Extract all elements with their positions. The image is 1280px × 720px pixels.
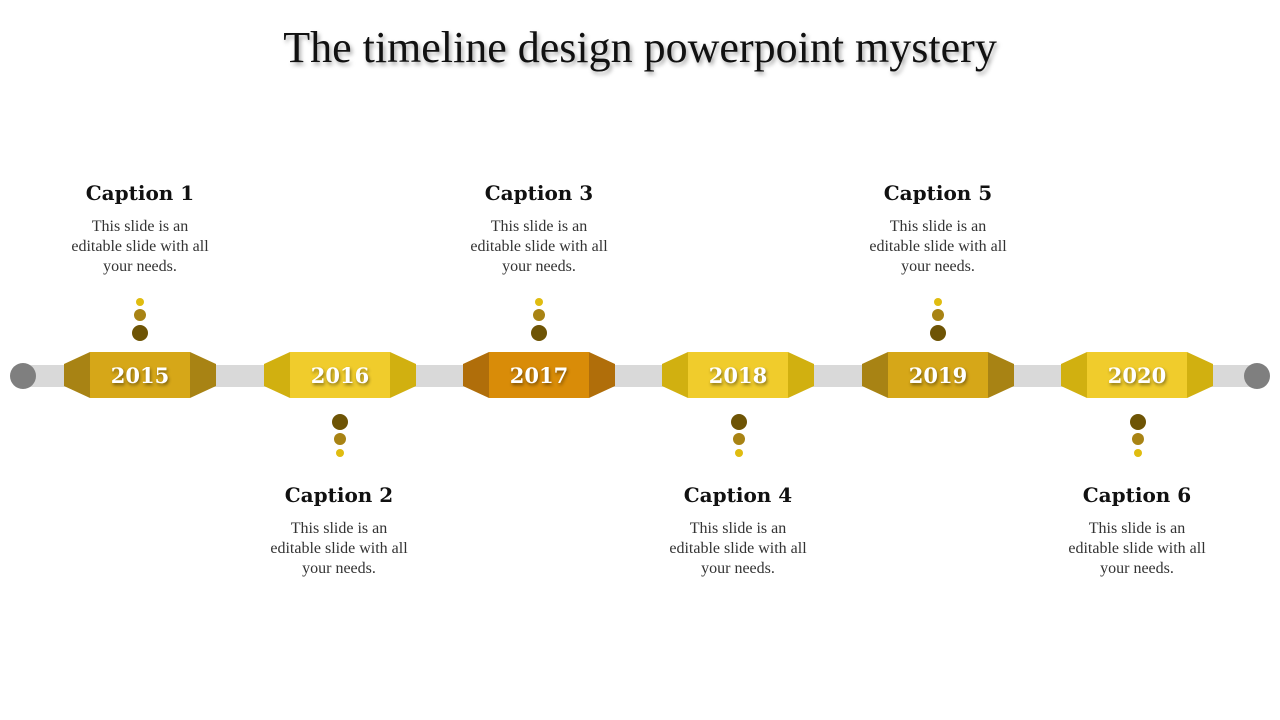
caption-block-3: Caption 3 This slide is an editable slid… bbox=[439, 181, 639, 277]
milestone-shape-2 bbox=[264, 352, 416, 398]
connector-dots-4 bbox=[729, 412, 749, 464]
milestone-marker-3: 2017 bbox=[463, 352, 615, 398]
caption-text-1: This slide is an editable slide with all… bbox=[71, 218, 209, 275]
milestone-marker-5: 2019 bbox=[862, 352, 1014, 398]
milestone-year-5: 2019 bbox=[908, 363, 968, 388]
milestone-shape-3 bbox=[463, 352, 615, 398]
connector-dot bbox=[535, 298, 543, 306]
connector-dot bbox=[533, 309, 545, 321]
caption-title-3: Caption 3 bbox=[484, 181, 594, 205]
connector-dot bbox=[932, 309, 944, 321]
caption-text-6: This slide is an editable slide with all… bbox=[1068, 520, 1206, 577]
milestone-year-2: 2016 bbox=[310, 363, 370, 388]
milestone-marker-4: 2018 bbox=[662, 352, 814, 398]
caption-block-2: Caption 2 This slide is an editable slid… bbox=[239, 483, 439, 579]
caption-text-2: This slide is an editable slide with all… bbox=[270, 520, 408, 577]
connector-dot bbox=[332, 414, 348, 430]
caption-title-4: Caption 4 bbox=[683, 483, 793, 507]
milestone-shape-5 bbox=[862, 352, 1014, 398]
caption-text-4: This slide is an editable slide with all… bbox=[669, 520, 807, 577]
connector-dot bbox=[930, 325, 946, 341]
connector-dots-2 bbox=[330, 412, 350, 464]
connector-dot bbox=[136, 298, 144, 306]
connector-dots-6 bbox=[1128, 412, 1148, 464]
caption-text-5: This slide is an editable slide with all… bbox=[869, 218, 1007, 275]
milestone-year-6: 2020 bbox=[1107, 363, 1167, 388]
connector-dot bbox=[531, 325, 547, 341]
connector-dot bbox=[336, 449, 344, 457]
timeline-start-cap bbox=[10, 363, 36, 389]
milestone-marker-6: 2020 bbox=[1061, 352, 1213, 398]
milestone-year-4: 2018 bbox=[708, 363, 768, 388]
connector-dots-1 bbox=[130, 296, 150, 348]
connector-dot bbox=[733, 433, 745, 445]
milestone-shape-6 bbox=[1061, 352, 1213, 398]
caption-title-5: Caption 5 bbox=[883, 181, 993, 205]
connector-dots-5 bbox=[928, 296, 948, 348]
milestone-year-3: 2017 bbox=[509, 363, 569, 388]
caption-title-1: Caption 1 bbox=[85, 181, 195, 205]
connector-dot bbox=[1130, 414, 1146, 430]
connector-dot bbox=[1134, 449, 1142, 457]
caption-title-6: Caption 6 bbox=[1082, 483, 1192, 507]
connector-dot bbox=[1132, 433, 1144, 445]
caption-block-5: Caption 5 This slide is an editable slid… bbox=[838, 181, 1038, 277]
milestone-marker-1: 2015 bbox=[64, 352, 216, 398]
milestone-year-1: 2015 bbox=[110, 363, 170, 388]
connector-dot bbox=[334, 433, 346, 445]
milestone-shape-1 bbox=[64, 352, 216, 398]
milestone-marker-2: 2016 bbox=[264, 352, 416, 398]
slide-title: The timeline design powerpoint mystery bbox=[283, 23, 997, 72]
connector-dot bbox=[731, 414, 747, 430]
caption-block-6: Caption 6 This slide is an editable slid… bbox=[1037, 483, 1237, 579]
caption-block-1: Caption 1 This slide is an editable slid… bbox=[40, 181, 240, 277]
caption-text-3: This slide is an editable slide with all… bbox=[470, 218, 608, 275]
connector-dot bbox=[934, 298, 942, 306]
timeline-end-cap bbox=[1244, 363, 1270, 389]
connector-dot bbox=[134, 309, 146, 321]
milestone-shape-4 bbox=[662, 352, 814, 398]
caption-title-2: Caption 2 bbox=[284, 483, 394, 507]
connector-dot bbox=[132, 325, 148, 341]
caption-block-4: Caption 4 This slide is an editable slid… bbox=[638, 483, 838, 579]
connector-dots-3 bbox=[529, 296, 549, 348]
connector-dot bbox=[735, 449, 743, 457]
